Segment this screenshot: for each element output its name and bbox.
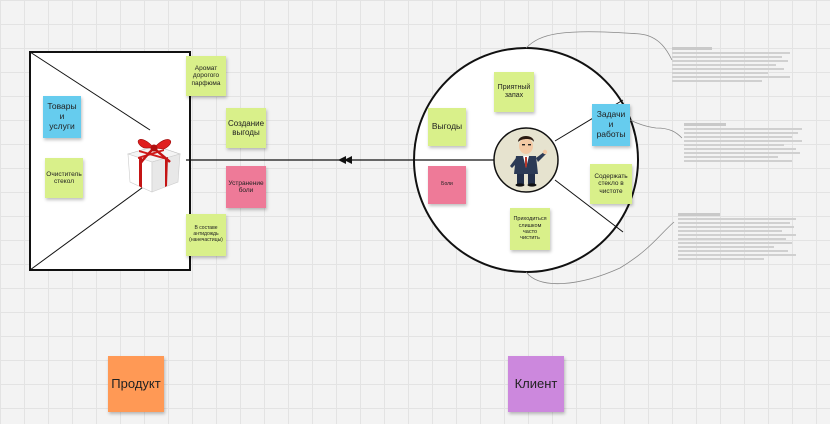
label-product-text: Продукт <box>111 375 161 391</box>
sticky-pain-relievers-label: Устранение боли <box>228 179 264 194</box>
label-client-text: Клиент <box>514 375 558 391</box>
sticky-goods-and-services[interactable]: Товары и услуги <box>43 96 81 138</box>
sticky-antifog[interactable]: В составе антидождь (нанечастицы) <box>186 214 226 256</box>
sticky-wipe-too-often[interactable]: Приходиться слишком часто чистить <box>510 208 550 250</box>
leader-line-pains <box>525 221 675 285</box>
sticky-jobs-label: Задачи и работы <box>596 109 626 139</box>
sticky-glass-cleaner[interactable]: Очиститель стекол <box>45 158 83 198</box>
notes-pains-questions <box>678 212 798 276</box>
sticky-gains-label: Выгоды <box>431 121 463 132</box>
sticky-wipe-often-label: Приходиться слишком часто чистить <box>513 216 547 242</box>
sticky-aroma[interactable]: Аромат дорогого парфюма <box>186 56 226 96</box>
sticky-keep-glass-clean[interactable]: Содержать стекло в чистоте <box>590 164 632 204</box>
sticky-gain-creators-label: Создание выгоды <box>227 118 265 137</box>
sticky-keep-clean-label: Содержать стекло в чистоте <box>594 172 628 195</box>
sticky-pain-relievers[interactable]: Устранение боли <box>226 166 266 208</box>
sticky-pleasant-smell-label: Приятный запах <box>497 83 531 99</box>
sticky-gain-creators[interactable]: Создание выгоды <box>226 108 266 148</box>
sticky-pains[interactable]: Боли <box>428 166 466 204</box>
product-map-diagonal-top <box>29 51 151 131</box>
fit-arrow-head <box>344 156 352 164</box>
product-map-diagonal-bottom <box>29 181 151 271</box>
businessman-icon <box>510 136 548 187</box>
sticky-pains-label: Боли <box>441 181 453 188</box>
notes-jobs-questions <box>684 122 804 176</box>
sticky-pleasant-smell[interactable]: Приятный запах <box>494 72 534 112</box>
customer-divider-bottom <box>554 179 624 233</box>
sticky-cleaner-label: Очиститель стекол <box>46 170 82 185</box>
notes-gains-questions <box>672 46 792 88</box>
sticky-gains[interactable]: Выгоды <box>428 108 466 146</box>
sticky-goods-label: Товары и услуги <box>47 101 77 131</box>
label-client[interactable]: Клиент <box>508 356 564 412</box>
gift-box-icon <box>126 139 182 193</box>
leader-line-gains <box>525 31 673 61</box>
sticky-jobs[interactable]: Задачи и работы <box>592 104 630 146</box>
sticky-aroma-label: Аромат дорогого парфюма <box>191 64 221 87</box>
label-product[interactable]: Продукт <box>108 356 164 412</box>
fit-arrow-tail <box>338 156 346 164</box>
sticky-antifog-label: В составе антидождь (нанечастицы) <box>189 225 223 243</box>
